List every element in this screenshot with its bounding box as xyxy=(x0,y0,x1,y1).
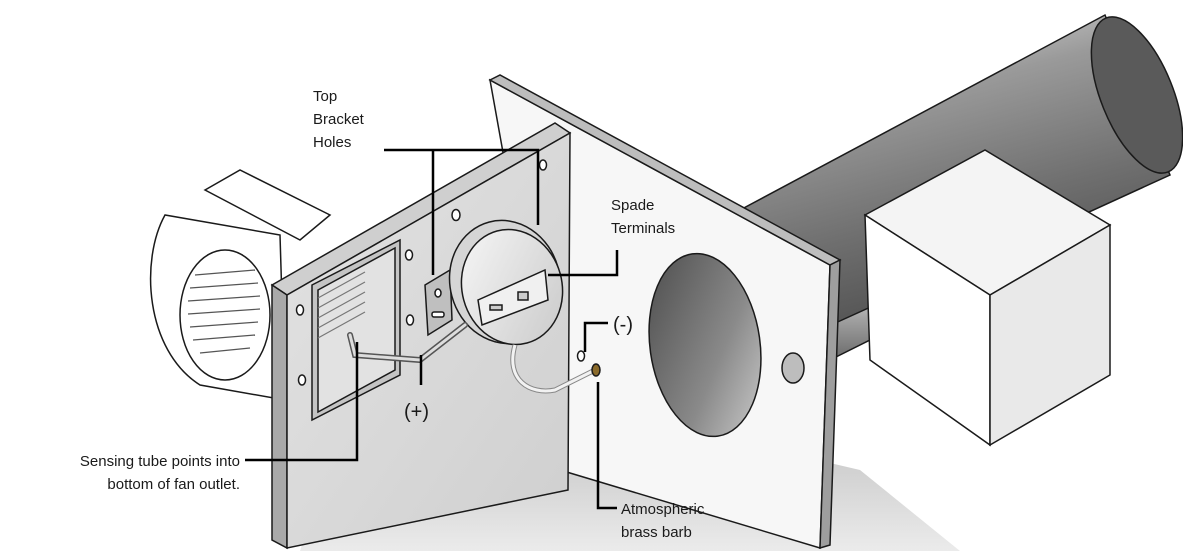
pressure-switch xyxy=(448,219,564,346)
leader-negative xyxy=(583,321,608,352)
label-atmospheric-barb: Atmospheric brass barb xyxy=(621,501,705,541)
leader-top-bracket-holes xyxy=(384,148,540,275)
label-top-bracket-holes: Top Bracket Holes xyxy=(313,88,365,151)
label-spade-terminals-line2: Terminals xyxy=(611,220,675,237)
leader-spade-terminals xyxy=(548,250,619,277)
leader-lines xyxy=(245,148,619,510)
sensing-tube xyxy=(347,322,468,364)
leader-atmospheric-barb xyxy=(596,382,617,510)
label-top-bracket-holes-line3: Holes xyxy=(313,134,351,151)
label-sensing-tube-line1: Sensing tube points into xyxy=(80,453,240,470)
mounting-plate xyxy=(488,74,842,550)
spade-terminals-body xyxy=(477,268,549,327)
atmospheric-tube xyxy=(510,344,601,394)
label-sensing-tube-line2: bottom of fan outlet. xyxy=(107,476,240,493)
blower-housing xyxy=(149,169,332,401)
label-top-bracket-holes-line2: Bracket xyxy=(313,111,365,128)
label-atmospheric-barb-line1: Atmospheric xyxy=(621,501,705,518)
label-spade-terminals: Spade Terminals xyxy=(611,197,675,237)
leader-sensing-tube xyxy=(245,342,359,462)
label-positive: (+) xyxy=(404,401,429,423)
label-top-bracket-holes-line1: Top xyxy=(313,88,337,105)
label-spade-terminals-line1: Spade xyxy=(611,197,654,214)
inducer-motor-box xyxy=(819,149,1112,447)
label-atmospheric-barb-line2: brass barb xyxy=(621,524,692,541)
label-negative: (-) xyxy=(613,314,633,336)
label-sensing-tube: Sensing tube points into bottom of fan o… xyxy=(80,453,240,493)
